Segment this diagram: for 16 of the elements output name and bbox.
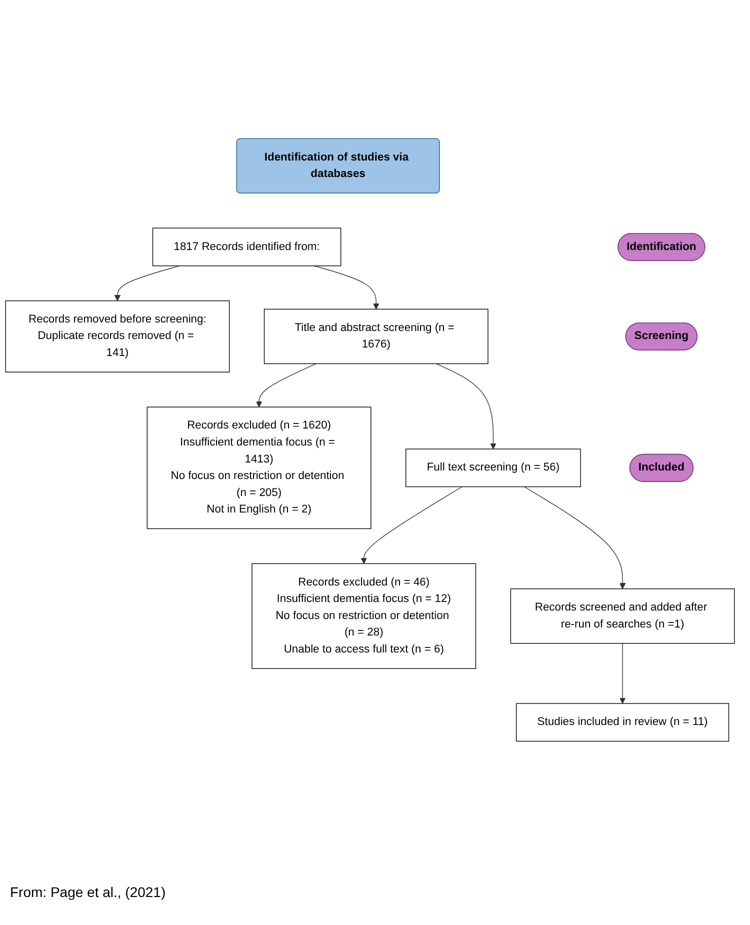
arrow xyxy=(314,266,380,310)
node-box: Records excluded (n = 46) Insufficient dementia focus (n = 12) No focus on restriction or detention (n = 28) Unable to access full text (n = 6) xyxy=(252,563,476,669)
arrow xyxy=(436,363,496,450)
arrow xyxy=(256,363,316,408)
arrow xyxy=(360,486,462,564)
node-box: Records screened and added after re-run of searches (n =1) xyxy=(510,588,735,644)
node-box: Full text screening (n = 56) xyxy=(406,448,581,488)
caption: From: Page et al., (2021) xyxy=(10,884,167,900)
node-box: Records removed before screening: Duplicate records removed (n = 141) xyxy=(5,300,230,373)
arrow xyxy=(524,486,626,590)
node-box: Studies included in review (n = 11) xyxy=(516,703,730,742)
arrow xyxy=(619,643,626,704)
node-box: Title and abstract screening (n = 1676) xyxy=(264,308,488,364)
node-box: 1817 Records identified from: xyxy=(152,228,342,266)
arrow xyxy=(114,266,180,302)
node-box: Records excluded (n = 1620) Insufficient dementia focus (n = 1413) No focus on restriction or detention (n = 205) Not in English (n = 2) xyxy=(146,406,372,530)
